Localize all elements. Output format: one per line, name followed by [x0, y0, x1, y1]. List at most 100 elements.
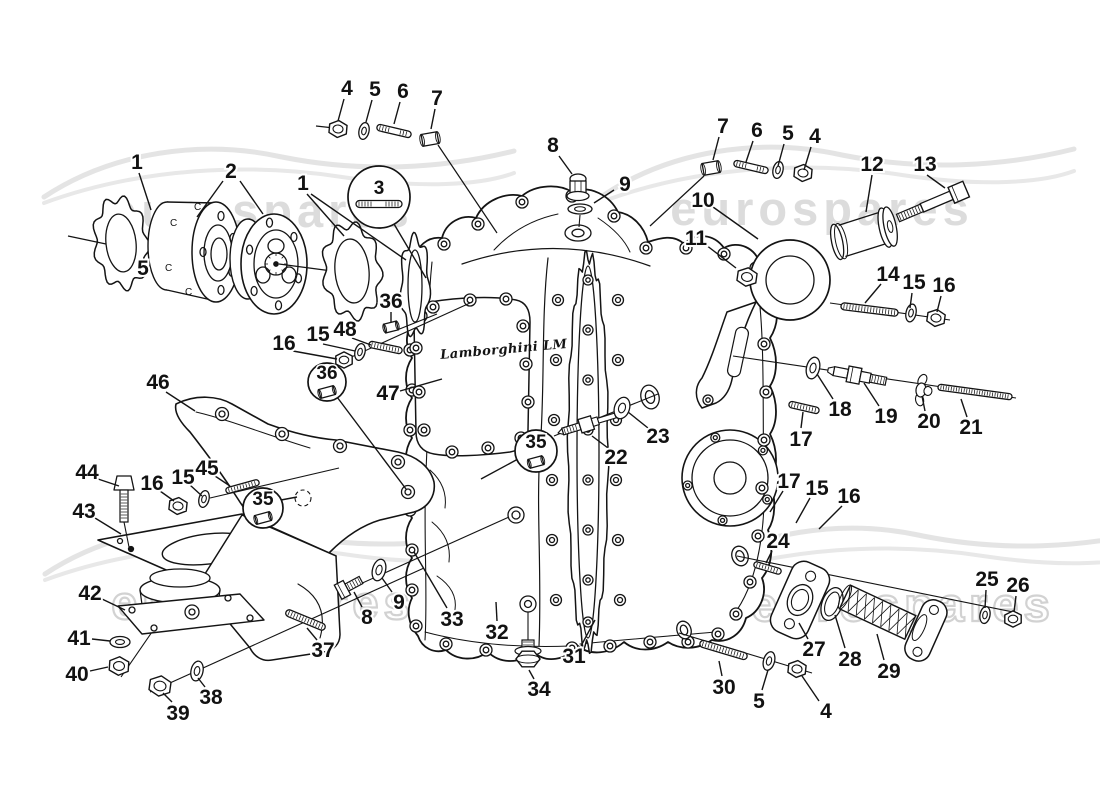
- leader-line: [765, 550, 773, 564]
- bolt-hole-inner: [646, 638, 654, 646]
- drawing-shape: [981, 390, 983, 396]
- bolt-hole: [609, 473, 623, 487]
- callout-label-16: 16: [932, 274, 955, 297]
- bolt-hole: [679, 241, 693, 255]
- bolt-hole: [481, 441, 495, 455]
- bolt-hole: [437, 237, 451, 251]
- cv-ring: [253, 229, 299, 299]
- bolt-hole-inner: [404, 488, 412, 496]
- bolt-hole: [565, 641, 579, 655]
- bolt-hole: [439, 637, 453, 651]
- rear-port-inner: [691, 439, 769, 517]
- leader-line: [138, 172, 152, 211]
- drawing-shape: [811, 407, 814, 412]
- drawing-shape: [849, 304, 851, 310]
- drawing-shape: [526, 458, 532, 469]
- drawing-shape: [721, 647, 725, 653]
- callout-label-31: 31: [562, 645, 586, 668]
- drawing-shape: [879, 308, 881, 314]
- drawing-shape: [912, 208, 916, 215]
- drawing-shape: [700, 163, 706, 176]
- callout-label-4: 4: [341, 77, 353, 100]
- drawing-shape: [1004, 610, 1022, 628]
- drawing-shape: [793, 403, 796, 408]
- bolt-hole-inner: [764, 496, 770, 503]
- bolt-hole-inner: [642, 244, 650, 252]
- bolt-hole-inner: [616, 596, 624, 604]
- leader-line: [351, 337, 372, 346]
- drawing-shape: [736, 161, 738, 166]
- bolt-hole-inner: [394, 458, 402, 466]
- bolt-hole-inner: [550, 416, 558, 424]
- drawing-shape: [978, 390, 981, 395]
- drawing-shape: [808, 406, 811, 412]
- leader-line: [761, 669, 769, 691]
- threaded-stud: [937, 383, 1013, 401]
- drawing-shape: [355, 199, 403, 209]
- drawing-shape: [251, 481, 253, 486]
- fitting-22: [557, 412, 617, 436]
- drawing-shape: [847, 593, 867, 612]
- washer: [371, 558, 387, 582]
- drawing-shape: [753, 561, 782, 575]
- drawing-shape: [719, 646, 722, 652]
- drawing-shape: [228, 488, 230, 493]
- drawing-shape: [776, 568, 778, 573]
- callout-label-18: 18: [828, 398, 852, 421]
- drawing-shape: [917, 205, 921, 213]
- line: [337, 516, 510, 595]
- callout-label-14: 14: [876, 263, 900, 286]
- leader-line: [800, 411, 804, 429]
- bolt-hole: [759, 385, 773, 399]
- drawing-shape: [911, 614, 928, 642]
- gasket-1-casing: [399, 231, 432, 338]
- drawing-shape: [872, 604, 892, 624]
- web-cutout: [297, 583, 323, 639]
- callout-circle-35: [514, 429, 558, 473]
- bolt-hole: [515, 195, 529, 209]
- drawing-shape: [346, 583, 351, 590]
- drawing-shape: [382, 323, 388, 334]
- nut: [1004, 610, 1022, 628]
- drawing-shape: [701, 159, 721, 177]
- drawing-shape: [845, 243, 885, 258]
- mount-stud: [184, 604, 200, 620]
- line: [67, 235, 107, 245]
- bolt-hole: [551, 293, 565, 307]
- drawing-shape: [960, 388, 963, 393]
- leader-line: [745, 140, 754, 163]
- bolt-hole-inner: [278, 430, 286, 438]
- line: [396, 313, 438, 331]
- drawing-shape: [225, 479, 260, 494]
- drawing-shape: [849, 366, 854, 383]
- callout-label-35: 35: [252, 489, 274, 510]
- drawing-shape: [435, 131, 441, 144]
- drawing-shape: [742, 653, 745, 659]
- drawing-shape: [576, 265, 600, 639]
- bolt-hole-inner: [685, 482, 691, 489]
- bolt-hole: [582, 616, 594, 628]
- bolt-hole: [757, 445, 769, 456]
- drawing-shape: [394, 347, 397, 352]
- dome-rib: [597, 217, 631, 253]
- bolt-hole-inner: [719, 517, 726, 523]
- bolt-hole-inner: [614, 296, 622, 304]
- leader-line: [89, 666, 109, 672]
- drawing-shape: [888, 612, 908, 631]
- drawing-shape: [368, 340, 403, 355]
- bolt-hole-inner: [610, 212, 618, 220]
- threaded-stud: [355, 199, 403, 209]
- drawing-shape: [997, 393, 999, 398]
- callout-label-15: 15: [902, 271, 926, 294]
- drawing-shape: [381, 126, 384, 131]
- drawing-shape: [399, 130, 402, 135]
- callout-label-30: 30: [712, 676, 735, 699]
- drawing-shape: [953, 387, 955, 392]
- callout-label-8: 8: [361, 606, 373, 629]
- base-hole: [224, 594, 232, 602]
- drawing-shape: [791, 664, 803, 674]
- leader-line: [480, 458, 519, 480]
- threaded-hole: [507, 506, 525, 524]
- drawing-shape: [113, 475, 135, 491]
